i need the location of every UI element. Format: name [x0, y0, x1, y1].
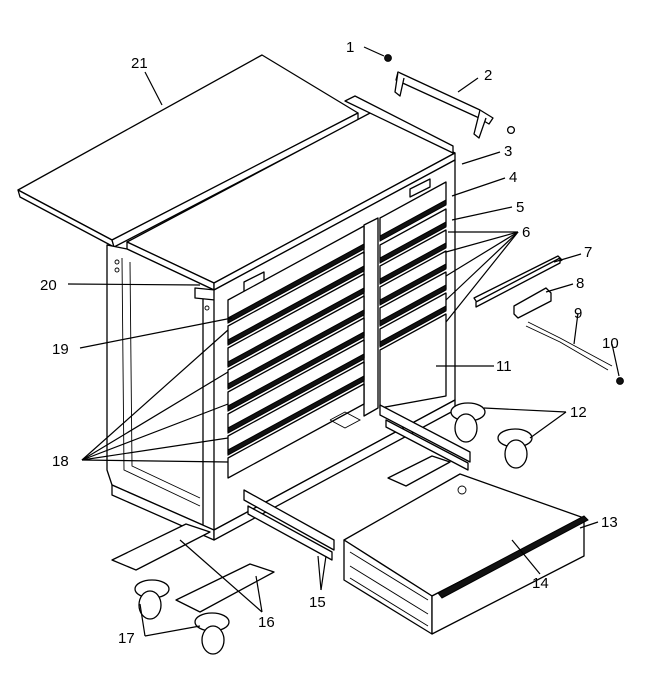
label-plate-3 [409, 178, 431, 198]
callout-11: 11 [496, 358, 512, 375]
callout-4: 4 [509, 169, 517, 186]
bottom-drawer-slides [243, 404, 471, 561]
callout-7: 7 [584, 244, 592, 261]
callout-6: 6 [522, 224, 530, 241]
caster-plates [111, 455, 451, 613]
callout-2: 2 [484, 67, 492, 84]
leader-lines [67, 46, 620, 637]
screw-icon [616, 377, 624, 385]
callout-17: 17 [118, 630, 135, 647]
casters [134, 402, 533, 655]
lid-panel [17, 54, 359, 248]
callout-8: 8 [576, 275, 584, 292]
cabinet-top [126, 95, 456, 291]
callout-19: 19 [52, 341, 69, 358]
callout-14: 14 [532, 575, 549, 592]
handle [384, 54, 516, 139]
callout-16: 16 [258, 614, 275, 631]
callout-13: 13 [601, 514, 618, 531]
cabinet-left-side [106, 244, 216, 531]
callout-12: 12 [570, 404, 587, 421]
callout-15: 15 [309, 594, 326, 611]
left-drawer-stack [227, 225, 365, 479]
washer-icon [506, 125, 516, 135]
callout-5: 5 [516, 199, 524, 216]
screw-icon [384, 54, 392, 62]
callout-10: 10 [602, 335, 619, 352]
callout-9: 9 [574, 305, 582, 322]
callout-3: 3 [504, 143, 512, 160]
callout-labels: 1 2 3 4 5 6 7 8 9 10 11 12 13 14 15 16 1… [40, 39, 619, 647]
callout-20: 20 [40, 277, 57, 294]
callout-18: 18 [52, 453, 69, 470]
callout-21: 21 [131, 55, 148, 72]
right-drawer-stack [379, 181, 447, 409]
bottom-drawer [343, 473, 589, 635]
callout-1: 1 [346, 39, 354, 56]
